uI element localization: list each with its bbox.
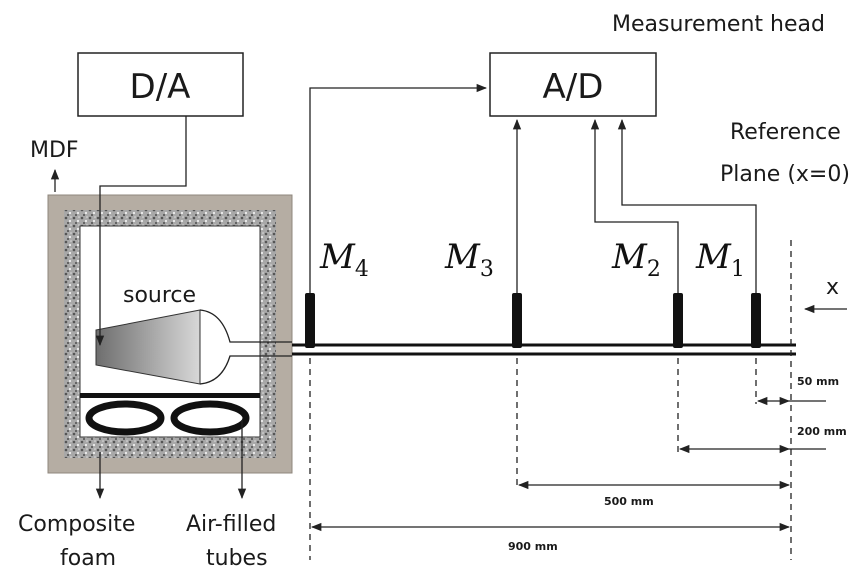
da-converter-box xyxy=(77,52,244,117)
horn-neck-lower xyxy=(199,355,292,385)
x-axis-label: x xyxy=(826,275,839,300)
ad-label: A/D xyxy=(543,67,604,107)
reference-label-line2: Plane (x=0) xyxy=(720,162,850,187)
m1-signal-wire xyxy=(617,118,757,293)
microphone-m2 xyxy=(673,293,683,348)
mic-label-m2: M2 xyxy=(611,237,661,282)
mic-label-m1: M1 xyxy=(695,237,745,282)
dimension-50mm-label: 50 mm xyxy=(797,375,839,388)
mic-label-m4: M4 xyxy=(319,237,369,282)
microphone-m3 xyxy=(512,293,522,348)
reference-label-line1: Reference xyxy=(730,120,841,145)
source-label: source xyxy=(123,283,196,308)
microphone-m1 xyxy=(751,293,761,348)
microphone-m4 xyxy=(305,293,315,348)
dimension-900mm-label: 900 mm xyxy=(508,540,558,553)
m4-signal-wire xyxy=(309,83,488,293)
ad-converter-box xyxy=(489,52,657,117)
composite-foam-label-line2: foam xyxy=(60,546,116,571)
dimension-200mm-label: 200 mm xyxy=(797,425,847,438)
mdf-label: MDF xyxy=(30,138,79,163)
tubes-label-line2: tubes xyxy=(206,546,268,571)
tubes-label-line1: Air-filled xyxy=(186,512,276,537)
mic-label-m3: M3 xyxy=(444,237,494,282)
da-label: D/A xyxy=(130,67,191,107)
composite-foam-label-line1: Composite xyxy=(18,512,135,537)
horn-neck-upper xyxy=(199,309,292,343)
air-tube-left xyxy=(85,400,165,436)
m2-signal-wire xyxy=(590,118,679,293)
support-plate xyxy=(80,393,260,398)
da-to-source-cable xyxy=(95,116,187,347)
measurement-head-label: Measurement head xyxy=(612,12,825,37)
dimension-500mm-label: 500 mm xyxy=(604,495,654,508)
air-tube-right xyxy=(170,400,250,436)
